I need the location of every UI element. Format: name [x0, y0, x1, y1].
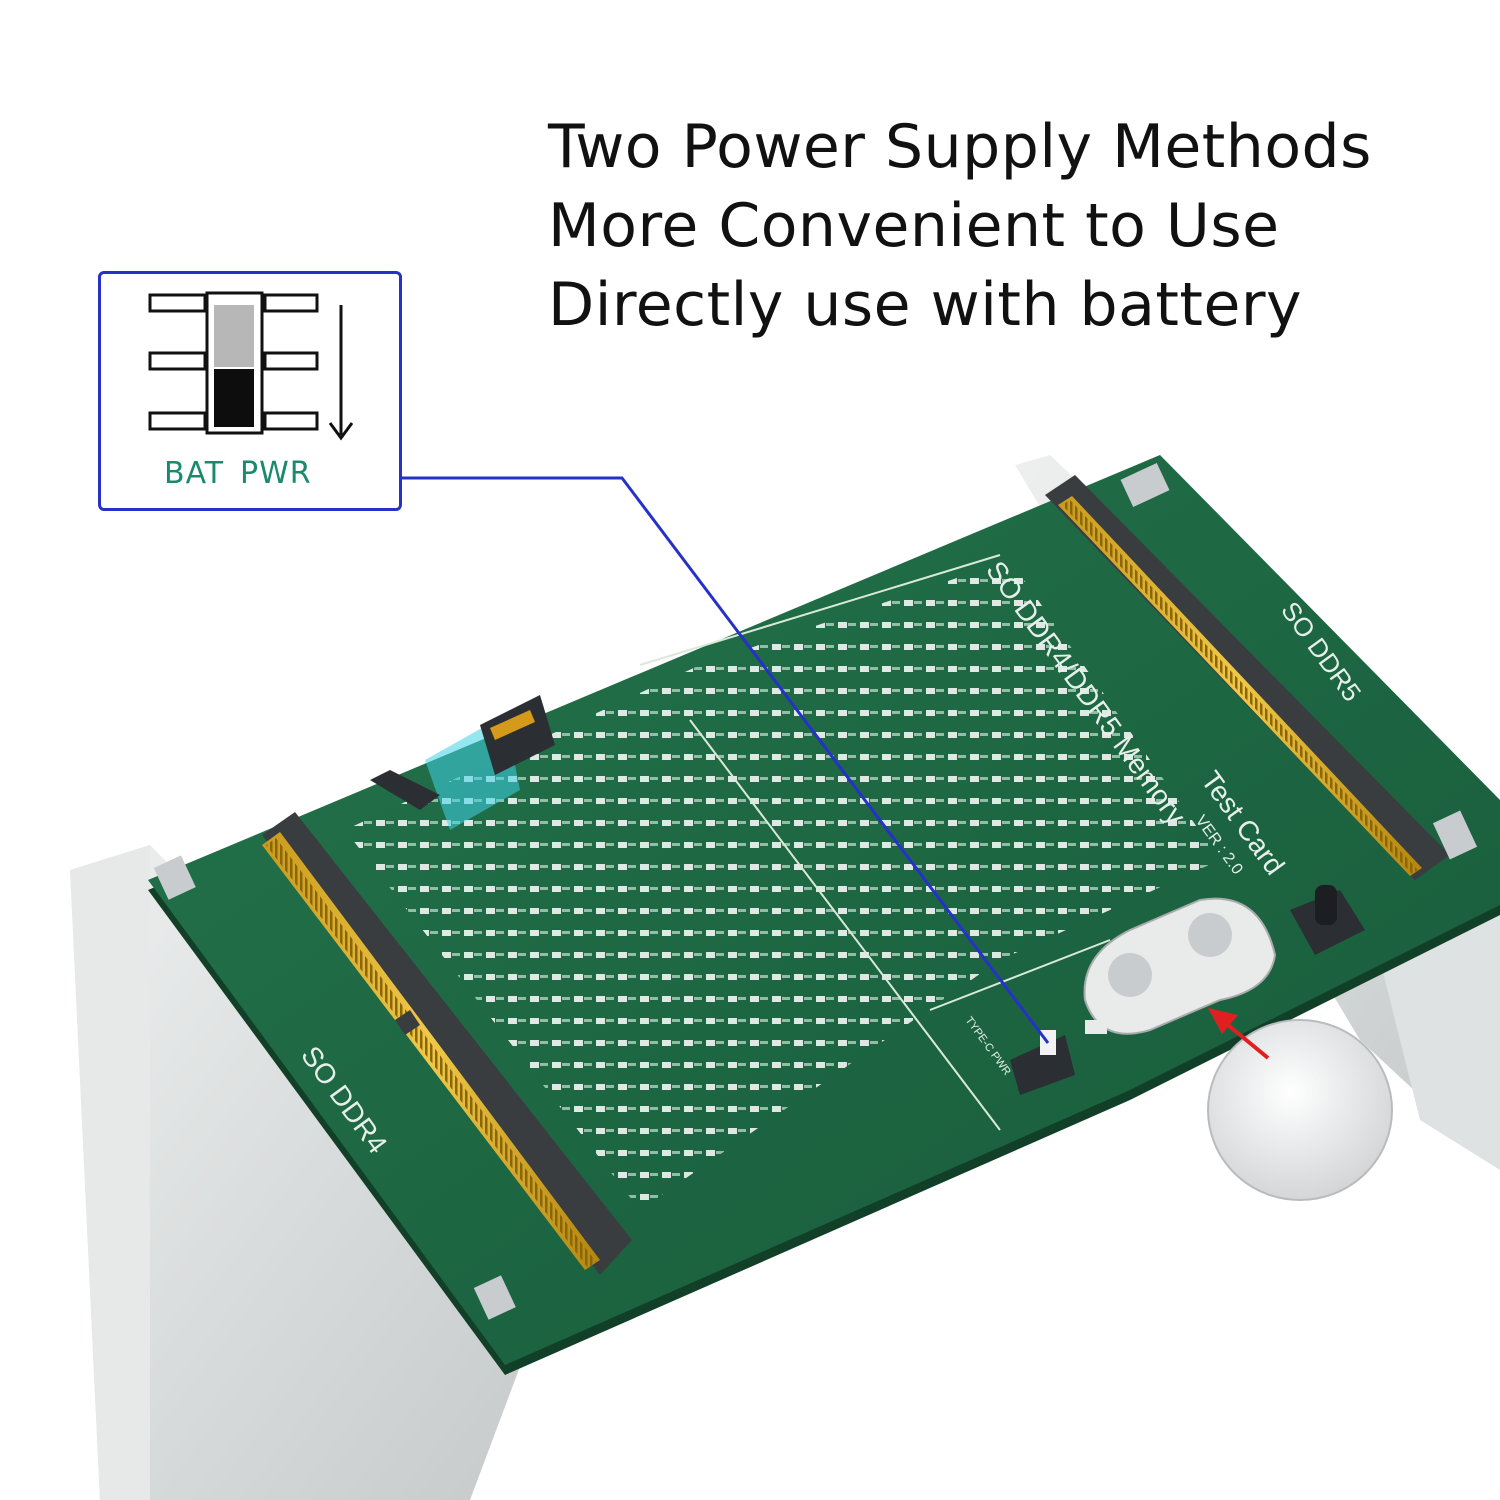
headline: Two Power Supply Methods More Convenient… — [548, 108, 1448, 345]
indicator-arrow — [1208, 1008, 1270, 1060]
bat-label: BAT — [164, 456, 225, 491]
type-c-port — [370, 695, 555, 830]
headline-line-3: Directly use with battery — [548, 270, 1303, 340]
headline-line-1: Two Power Supply Methods — [548, 112, 1372, 182]
pwr-label: PWR — [240, 456, 312, 491]
headline-line-2: More Convenient to Use — [548, 191, 1280, 261]
coin-cell-holder — [1083, 897, 1277, 1035]
led-array — [345, 560, 1220, 1210]
coin-battery — [1207, 1019, 1393, 1201]
stone-stand-left — [70, 845, 560, 1500]
slide-switch-down-icon — [148, 291, 354, 441]
so-ddr5-slot — [1045, 462, 1478, 880]
so-ddr4-slot — [153, 812, 632, 1320]
push-button — [1290, 885, 1365, 955]
callout-leader-line — [402, 476, 1050, 1044]
